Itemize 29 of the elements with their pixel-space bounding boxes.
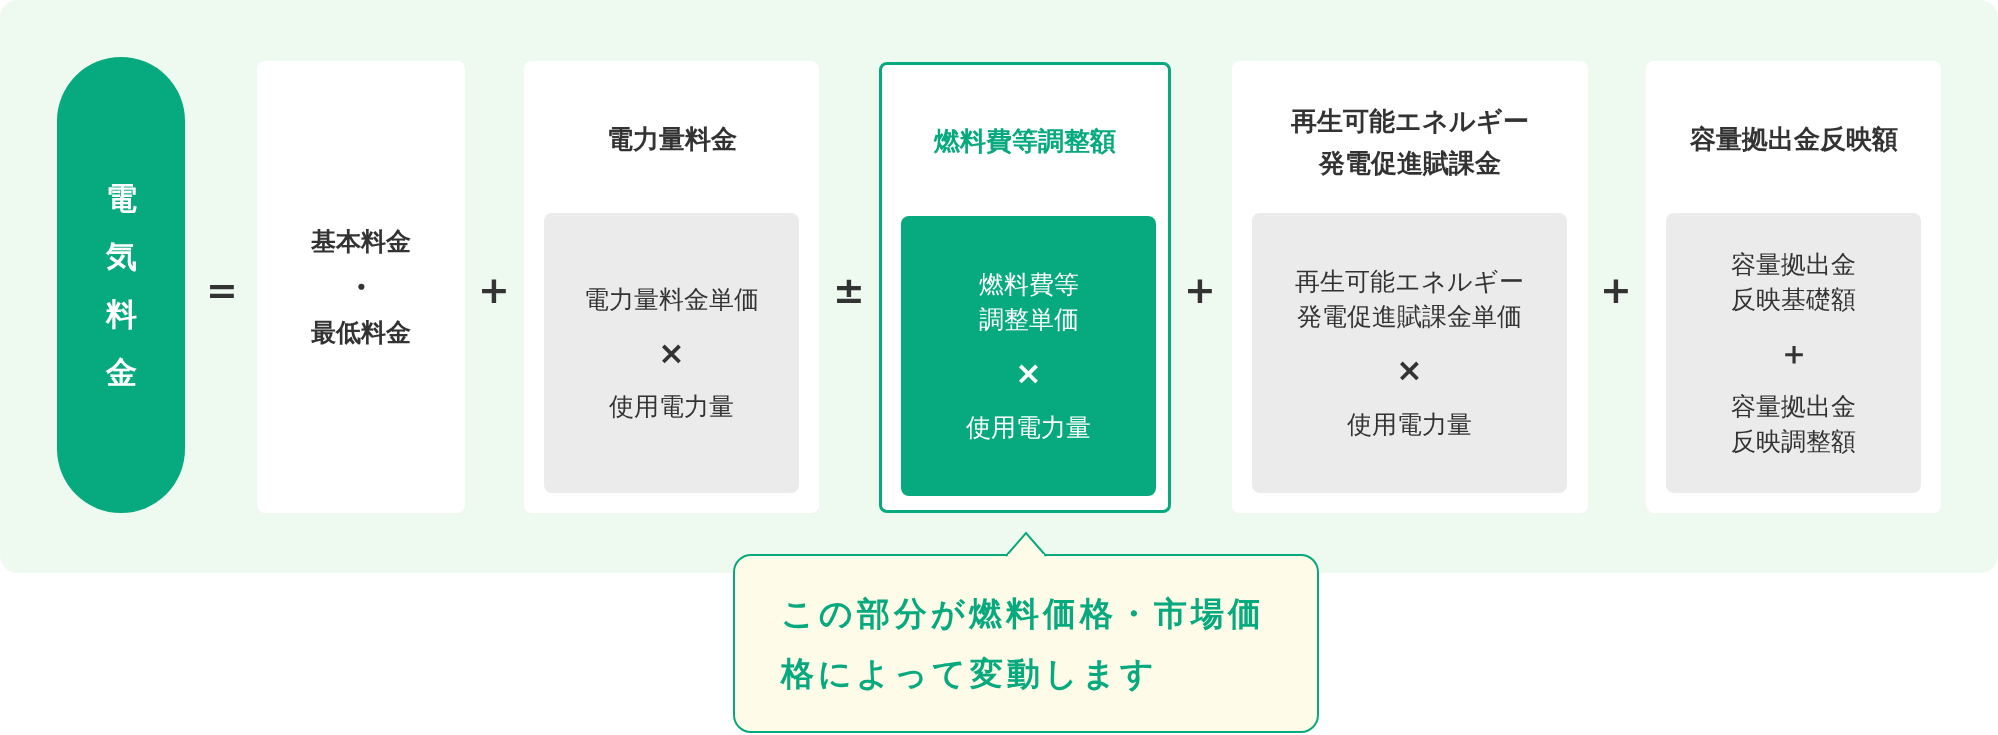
formula-text: 容量拠出金反映基礎額	[1730, 248, 1857, 316]
formula-text: 使用電力量	[609, 391, 734, 424]
card-heading: 容量拠出金反映額	[1689, 123, 1898, 156]
operator-sign: =	[205, 267, 239, 314]
card-heading: 再生可能エネルギー発電促進賦課金	[1290, 105, 1530, 180]
speech-bubble	[733, 554, 1319, 733]
formula-text: 電力量料金単価	[584, 283, 759, 316]
operator-sign: ×	[1396, 350, 1423, 392]
formula-text: 容量拠出金反映調整額	[1730, 391, 1857, 459]
formula-text: 使用電力量	[1347, 408, 1472, 441]
card-heading: 電力量料金	[606, 123, 737, 156]
operator-sign: +	[1183, 267, 1217, 314]
callout-text: この部分が燃料価格・市場価格によって変動します	[781, 593, 1266, 695]
card-heading: 燃料費等調整額	[934, 125, 1116, 158]
operator-sign: ×	[658, 332, 685, 374]
formula-text: 最低料金	[311, 317, 411, 350]
operator-sign: ±	[832, 267, 866, 314]
operator-sign: ＋	[1777, 332, 1810, 374]
pill-label: 電気料金	[104, 179, 138, 392]
formula-text: 基本料金	[311, 225, 411, 258]
operator-sign: ×	[1015, 353, 1042, 395]
formula-text: 再生可能エネルギー発電促進賦課金単価	[1294, 266, 1525, 334]
operator-sign: +	[477, 267, 511, 314]
highlight-panel	[901, 216, 1156, 496]
operator-sign: ・	[345, 266, 377, 308]
formula-text: 使用電力量	[966, 411, 1091, 444]
highlight-card	[879, 62, 1171, 513]
operator-sign: +	[1599, 267, 1633, 314]
formula-text: 燃料費等調整単価	[977, 269, 1080, 337]
